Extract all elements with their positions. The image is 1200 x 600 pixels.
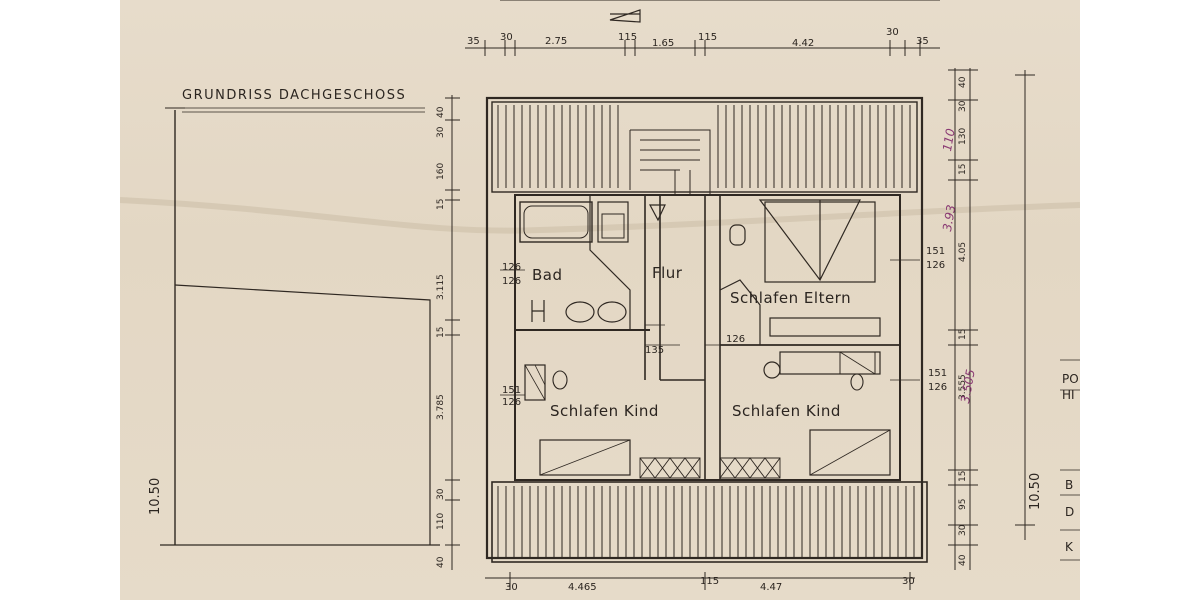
top-dim-5: 1.65 (652, 38, 675, 49)
left-dim-3: 160 (436, 162, 446, 180)
left-dim-8: 30 (436, 488, 446, 500)
floor-plan-drawing (120, 0, 1080, 590)
top-dim-7: 4.42 (792, 38, 815, 49)
bottom-dim-4: 4.47 (760, 582, 783, 593)
edge-text-5: K (1065, 540, 1073, 554)
bottom-dim-2: 4.465 (568, 582, 597, 593)
left-dim-9: 110 (436, 512, 446, 530)
top-dim-6: 115 (698, 32, 718, 43)
bottom-dim-1: 30 (505, 582, 518, 593)
roof-hatch-top (497, 105, 911, 188)
edge-text-2: HI (1062, 388, 1075, 402)
right-dim-8: 15 (958, 470, 968, 482)
inner-dim-9: 151 (928, 368, 948, 379)
inner-dim-10: 126 (928, 382, 948, 393)
drawing-title: GRUNDRISS DACHGESCHOSS (182, 88, 407, 103)
right-dim-6: 15 (958, 328, 968, 340)
edge-text-4: D (1065, 505, 1075, 519)
bottom-dim-3: 115 (700, 576, 720, 587)
right-dim-3: 130 (958, 127, 968, 145)
left-dim-2: 30 (436, 126, 446, 138)
inner-dim-7: 151 (926, 246, 946, 257)
right-dim-10: 30 (958, 524, 968, 536)
inner-dim-6: 126 (726, 334, 746, 345)
edge-text-3: B (1065, 478, 1074, 492)
top-dim-2: 30 (500, 32, 513, 43)
top-dim-4: 115 (618, 32, 638, 43)
edge-text-1: PO (1062, 372, 1079, 386)
right-dim-2: 30 (958, 100, 968, 112)
left-dim-4: 15 (436, 198, 446, 210)
left-dim-6: 15 (436, 326, 446, 338)
inner-dim-3: 151 (502, 385, 522, 396)
right-dim-11: 40 (958, 554, 968, 566)
inner-dim-8: 126 (926, 260, 946, 271)
top-dim-8: 30 (886, 27, 899, 38)
right-dim-5: 4.05 (958, 241, 968, 262)
left-dim-7: 3.785 (436, 394, 446, 420)
bottom-dim-5: 30 (902, 576, 915, 587)
right-dim-4: 15 (958, 163, 968, 175)
overall-dim-right: 10.50 (1028, 472, 1043, 510)
floor-plan-sheet: GRUNDRISS DACHGESCHOSS Bad Flur Schlafen… (120, 0, 1080, 600)
inner-dim-2: 126 (502, 276, 522, 287)
left-dim-1: 40 (436, 106, 446, 118)
room-label-bad: Bad (532, 266, 563, 284)
overall-dim-left: 10.50 (148, 477, 163, 515)
roof-hatch-bottom (497, 486, 923, 558)
room-label-flur: Flur (652, 264, 683, 282)
room-label-schlafen-kind-right: Schlafen Kind (732, 402, 841, 420)
top-dim-9: 35 (916, 36, 929, 47)
inner-dim-4: 126 (502, 397, 522, 408)
room-label-schlafen-kind-left: Schlafen Kind (550, 402, 659, 420)
top-dim-1: 35 (467, 36, 480, 47)
right-dim-1: 40 (958, 76, 968, 88)
left-dim-10: 40 (436, 556, 446, 568)
left-dim-5: 3.115 (436, 274, 446, 300)
inner-dim-5: 135 (645, 345, 665, 356)
top-dim-3: 2.75 (545, 36, 568, 47)
inner-dim-1: 126 (502, 262, 522, 273)
room-label-schlafen-eltern: Schlafen Eltern (730, 289, 852, 307)
right-dim-9: 95 (958, 498, 968, 510)
